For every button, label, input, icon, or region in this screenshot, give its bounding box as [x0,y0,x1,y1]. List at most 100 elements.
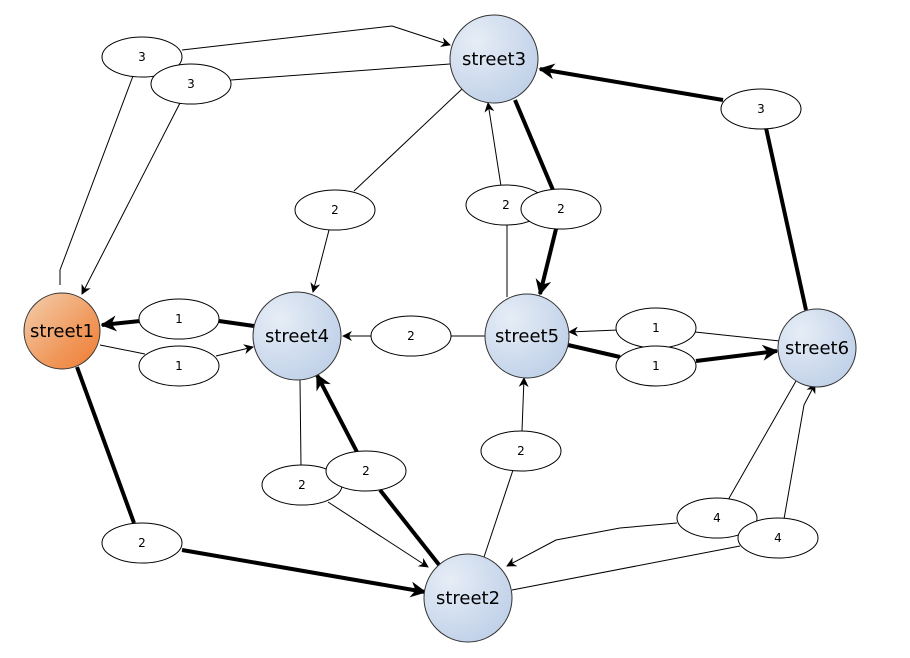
edge-weight-label[interactable]: 2 [480,430,562,472]
edge-street2-to-street4[interactable] [315,373,442,568]
edge-street6-to-street3[interactable] [538,63,808,311]
edge-weight-ellipse [101,522,183,564]
node-circle [484,293,570,379]
edge-line-head [215,344,254,357]
edge-weight-ellipse [676,497,758,539]
edge-weight-text: 4 [774,531,782,545]
edge-weight-ellipse [150,63,232,105]
node-street6[interactable]: street6 [777,308,857,388]
edge-weight-text: 3 [757,102,765,116]
edge-weight-text: 2 [557,202,565,216]
edge-line-tail [513,99,555,191]
node-label: street1 [30,321,94,342]
edge-weight-label[interactable]: 4 [676,497,758,539]
edge-weight-ellipse [294,189,376,231]
edge-weight-text: 1 [175,312,183,326]
edge-weight-label[interactable]: 2 [520,188,602,230]
edge-line-tail [567,343,621,359]
node-street2[interactable]: street2 [423,553,513,643]
edge-line-tail [353,88,463,192]
edge-weight-label[interactable]: 3 [720,88,802,130]
node-street4[interactable]: street4 [252,291,342,381]
edge-weight-text: 3 [187,77,195,91]
edge-line-head [535,228,558,296]
edge-street5-to-street6[interactable] [567,343,779,363]
edge-weight-label[interactable]: 1 [138,298,220,340]
edge-street3-to-street5[interactable] [513,99,558,296]
edge-line-head [518,377,529,432]
edge-weight-label[interactable]: 2 [294,189,376,231]
node-street5[interactable]: street5 [484,293,570,379]
edge-weight-ellipse [370,315,452,357]
edge-weight-label[interactable]: 2 [101,522,183,564]
node-label: street2 [436,588,500,609]
edge-line-tail [694,331,781,342]
node-label: street4 [265,326,329,347]
edge-weight-ellipse [138,298,220,340]
node-circle [23,292,101,370]
edge-weight-ellipse [138,345,220,387]
node-street1[interactable]: street1 [23,292,101,370]
edge-street3-to-street1[interactable] [81,63,451,295]
node-label: street6 [785,338,849,359]
edge-line-tail [218,319,255,328]
edge-weight-label[interactable]: 2 [261,464,343,506]
edge-weight-text: 1 [652,359,660,373]
edge-weight-text: 2 [138,536,146,550]
edge-street2-to-street5[interactable] [483,377,529,558]
edge-weight-text: 2 [517,444,525,458]
edge-weight-label[interactable]: 4 [737,517,819,559]
edge-weight-label[interactable]: 1 [615,307,697,349]
edge-weight-label[interactable]: 3 [150,63,232,105]
edge-line-head [506,522,678,567]
edge-weight-label[interactable]: 2 [370,315,452,357]
node-street3[interactable]: street3 [449,14,539,104]
edge-street2-to-street6[interactable] [511,383,816,591]
edge-line-head [568,326,619,337]
edge-line-tail [483,469,514,558]
edge-weight-ellipse [101,36,183,78]
edge-weight-text: 2 [298,478,306,492]
edge-street6-to-street5[interactable] [568,326,781,342]
edge-weight-ellipse [325,450,407,492]
edge-weight-ellipse [480,430,562,472]
edge-weight-ellipse [615,345,697,387]
edge-line-tail [299,379,302,467]
edge-weight-label[interactable]: 1 [138,345,220,387]
edge-line-head [484,102,502,187]
edge-street1-to-street3[interactable] [59,25,451,285]
edge-line-tail [75,366,136,524]
edge-weight-text: 1 [175,359,183,373]
node-circle [777,308,857,388]
edge-line-tail [59,75,134,285]
edge-line-tail [764,127,808,311]
edge-street3-to-street4[interactable] [310,88,463,293]
edge-weight-label[interactable]: 3 [101,36,183,78]
edge-weight-label[interactable]: 2 [325,450,407,492]
edge-weight-ellipse [520,188,602,230]
edge-weight-text: 1 [652,321,660,335]
edge-street1-to-street4[interactable] [99,344,254,357]
edge-line-head [310,229,330,293]
edge-line-head [538,63,724,102]
edge-line-head [327,501,429,568]
edge-street6-to-street2[interactable] [506,380,797,567]
edge-weight-ellipse [737,517,819,559]
edge-street1-to-street2[interactable] [75,366,427,598]
edge-weight-text: 2 [331,203,339,217]
node-label: street3 [462,49,526,70]
edge-street4-to-street1[interactable] [100,315,255,332]
edge-weight-label[interactable]: 1 [615,345,697,387]
edge-street5-to-street3[interactable] [484,102,508,297]
edge-street4-to-street2[interactable] [299,379,429,568]
node-circle [423,553,513,643]
edge-line-head [695,344,779,363]
edge-weight-text: 2 [407,329,415,343]
edge-weight-ellipse [720,88,802,130]
edge-line-head [100,315,141,332]
edge-weight-text: 3 [138,50,146,64]
node-circle [252,291,342,381]
edge-line-tail [511,545,741,591]
edge-weight-text: 2 [502,198,510,212]
